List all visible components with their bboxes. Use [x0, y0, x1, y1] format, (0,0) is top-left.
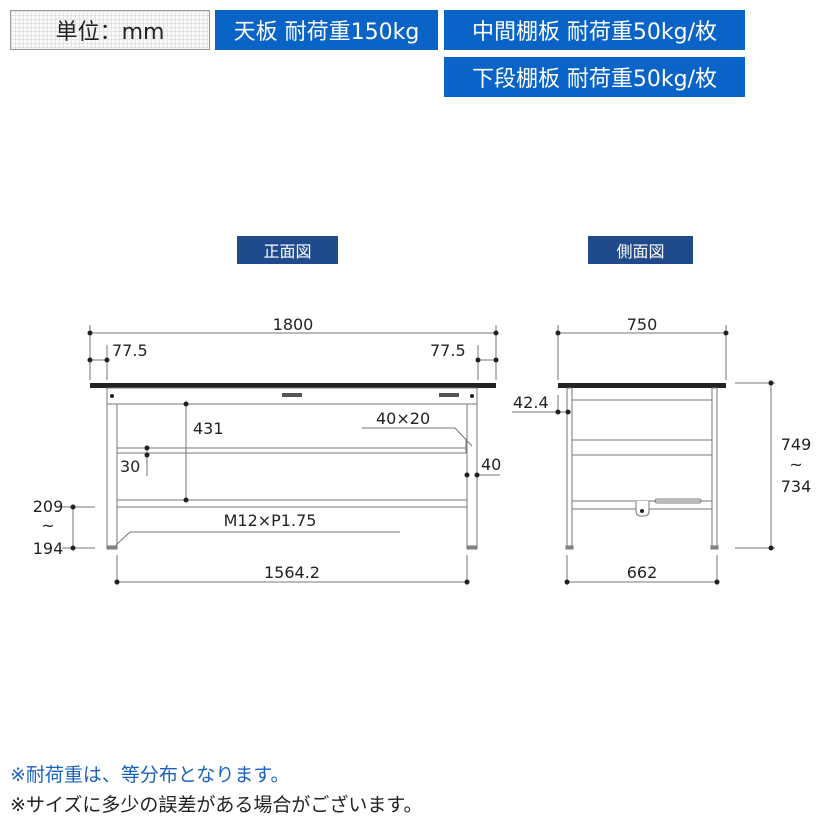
side-view-label: 側面図: [588, 236, 693, 264]
unit-label: 単位：mm: [10, 10, 210, 50]
dim-leg: 40: [481, 455, 501, 474]
dim-overhang-left: 77.5: [112, 341, 148, 360]
dim-apron: 42.4: [513, 393, 549, 412]
front-view: [62, 325, 500, 585]
tabletop-load-badge: 天板 耐荷重150kg: [215, 10, 438, 50]
dim-height-min: 734: [781, 477, 812, 496]
dim-width: 1800: [273, 315, 314, 334]
dim-inner-depth: 662: [627, 563, 658, 582]
dim-foot-top: 209: [33, 497, 64, 516]
dim-overhang-right: 77.5: [430, 341, 466, 360]
dim-shelf-height: 431: [193, 419, 224, 438]
side-view: [512, 325, 775, 585]
front-view-label: 正面図: [237, 236, 338, 264]
note-load: ※耐荷重は、等分布となります。: [10, 764, 290, 786]
middle-shelf-load-badge: 中間棚板 耐荷重50kg/枚: [444, 10, 745, 50]
dim-height-tilde: ~: [789, 455, 802, 474]
dim-height-max: 749: [781, 435, 812, 454]
dim-foot-tilde: ~: [41, 516, 54, 535]
dim-inner-width: 1564.2: [264, 563, 320, 582]
note-tolerance: ※サイズに多少の誤差がある場合がございます。: [10, 794, 423, 816]
dim-foot-bottom: 194: [33, 539, 64, 558]
dim-bolt: M12×P1.75: [224, 511, 317, 530]
lower-shelf-load-badge: 下段棚板 耐荷重50kg/枚: [444, 57, 745, 97]
dim-shelf-depth: 30: [120, 457, 140, 476]
dim-depth: 750: [627, 315, 658, 334]
dim-pipe: 40×20: [376, 409, 430, 428]
